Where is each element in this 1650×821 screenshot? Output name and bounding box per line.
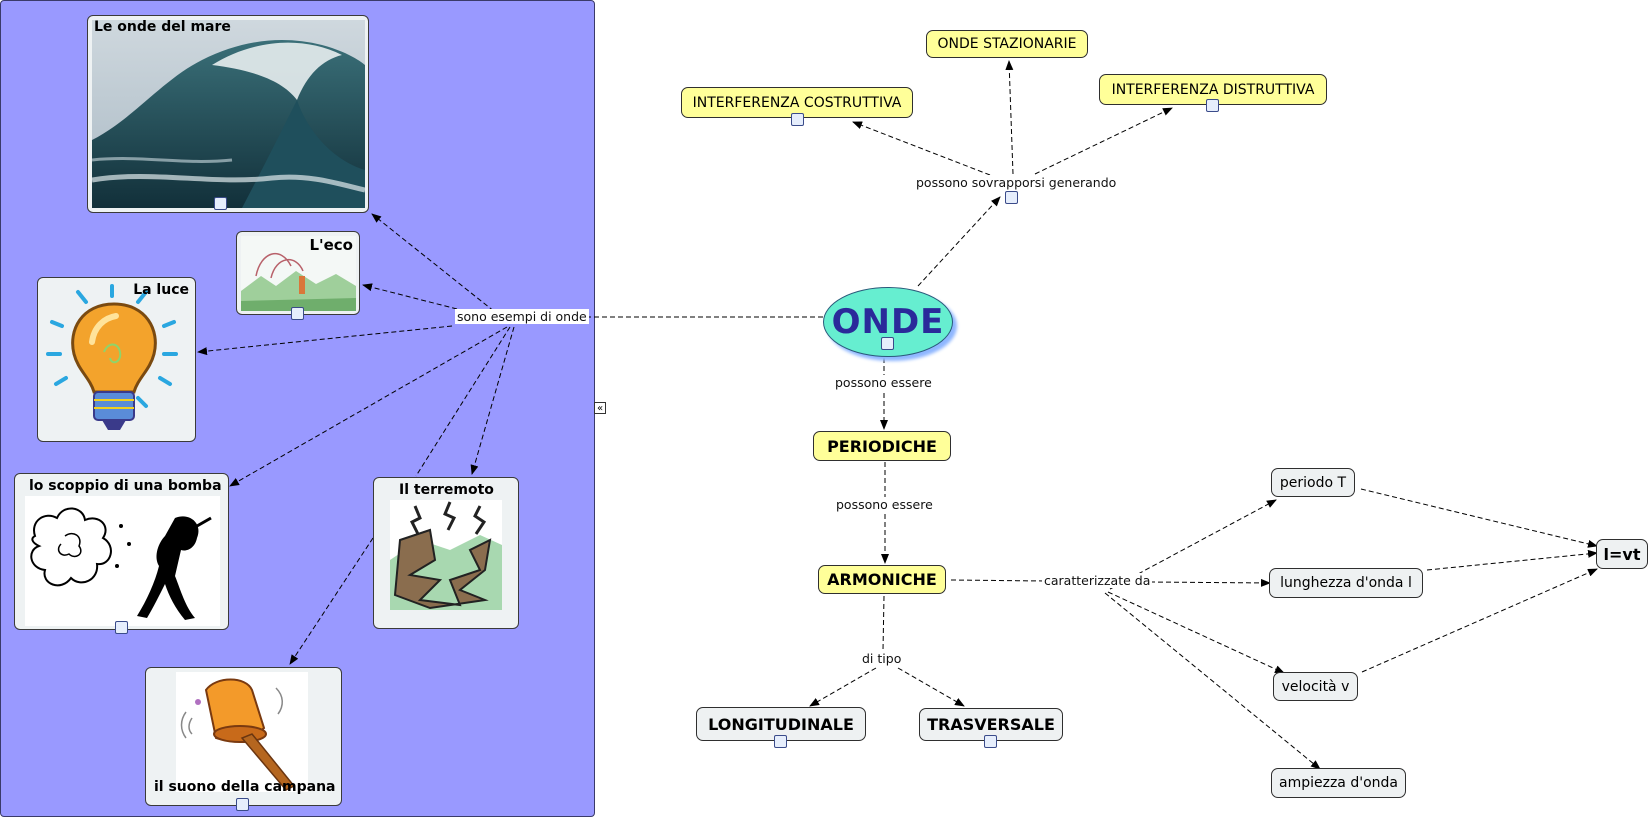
document-resource-icon[interactable] [881, 337, 894, 350]
collapse-icon[interactable]: « [594, 402, 606, 414]
example-title: Il terremoto [399, 482, 494, 498]
bell-image [176, 672, 308, 792]
link-label-di-tipo: di tipo [860, 651, 904, 666]
example-scoppio-bomba[interactable]: lo scoppio di una bomba [14, 473, 229, 634]
earthquake-image [390, 500, 502, 610]
concept-label: INTERFERENZA DISTRUTTIVA [1111, 81, 1315, 98]
concept-lunghezza-onda[interactable]: lunghezza d'onda l [1269, 568, 1423, 598]
example-title: il suono della campana [154, 779, 336, 795]
concept-label: INTERFERENZA COSTRUTTIVA [692, 94, 902, 111]
audio-resource-icon[interactable] [236, 798, 249, 811]
image-resource-icon[interactable] [774, 735, 787, 748]
concept-label: LONGITUDINALE [708, 714, 854, 734]
concept-armoniche[interactable]: ARMONICHE [818, 565, 946, 594]
image-resource-icon[interactable] [791, 113, 804, 126]
concept-velocita[interactable]: velocità v [1273, 672, 1358, 701]
audio-resource-icon[interactable] [291, 307, 304, 320]
example-onde-del-mare[interactable]: Le onde del mare [87, 15, 369, 213]
link-label-possono-essere-1: possono essere [833, 375, 934, 390]
image-resource-icon[interactable] [984, 735, 997, 748]
concept-label: lunghezza d'onda l [1280, 575, 1412, 591]
example-terremoto[interactable]: Il terremoto [373, 477, 519, 629]
concept-periodo[interactable]: periodo T [1271, 468, 1355, 497]
concept-label: velocità v [1281, 678, 1350, 695]
concept-formula[interactable]: l=vt [1596, 539, 1648, 569]
main-concept-title: ONDE [831, 302, 945, 342]
concept-ampiezza-onda[interactable]: ampiezza d'onda [1271, 768, 1406, 798]
concept-label: periodo T [1279, 474, 1347, 491]
link-label-sovrapporsi: possono sovrapporsi generando [914, 175, 1119, 190]
link-label-possono-essere-2: possono essere [834, 497, 935, 512]
concept-interferenza-costruttiva[interactable]: INTERFERENZA COSTRUTTIVA [681, 87, 913, 118]
example-title: Le onde del mare [94, 19, 231, 35]
audio-resource-icon[interactable] [115, 621, 128, 634]
explosion-image [25, 496, 220, 626]
example-title: L'eco [309, 236, 353, 254]
concept-label: ARMONICHE [827, 570, 937, 589]
example-eco[interactable]: L'eco [236, 231, 360, 320]
concept-label: ampiezza d'onda [1279, 775, 1398, 791]
main-concept-onde[interactable]: ONDE [823, 287, 953, 357]
link-label-caratterizzate: caratterizzate da [1042, 573, 1153, 588]
concept-label: TRASVERSALE [927, 715, 1055, 734]
example-luce[interactable]: La luce [37, 277, 196, 442]
concept-label: PERIODICHE [827, 436, 937, 456]
echo-image [241, 236, 356, 311]
concept-label: ONDE STAZIONARIE [937, 36, 1077, 52]
concept-onde-stazionarie[interactable]: ONDE STAZIONARIE [926, 30, 1088, 58]
light-bulb-image [46, 284, 178, 430]
example-suono-campana[interactable]: il suono della campana [145, 667, 342, 811]
document-resource-icon[interactable] [1005, 191, 1018, 204]
concept-label: l=vt [1603, 544, 1641, 564]
link-label-esempi: sono esempi di onde [455, 309, 589, 324]
concept-periodiche[interactable]: PERIODICHE [813, 431, 951, 461]
example-title: La luce [133, 282, 189, 298]
example-title: lo scoppio di una bomba [29, 478, 222, 494]
audio-resource-icon[interactable] [214, 197, 227, 210]
image-resource-icon[interactable] [1206, 99, 1219, 112]
ocean-wave-image [92, 20, 365, 208]
